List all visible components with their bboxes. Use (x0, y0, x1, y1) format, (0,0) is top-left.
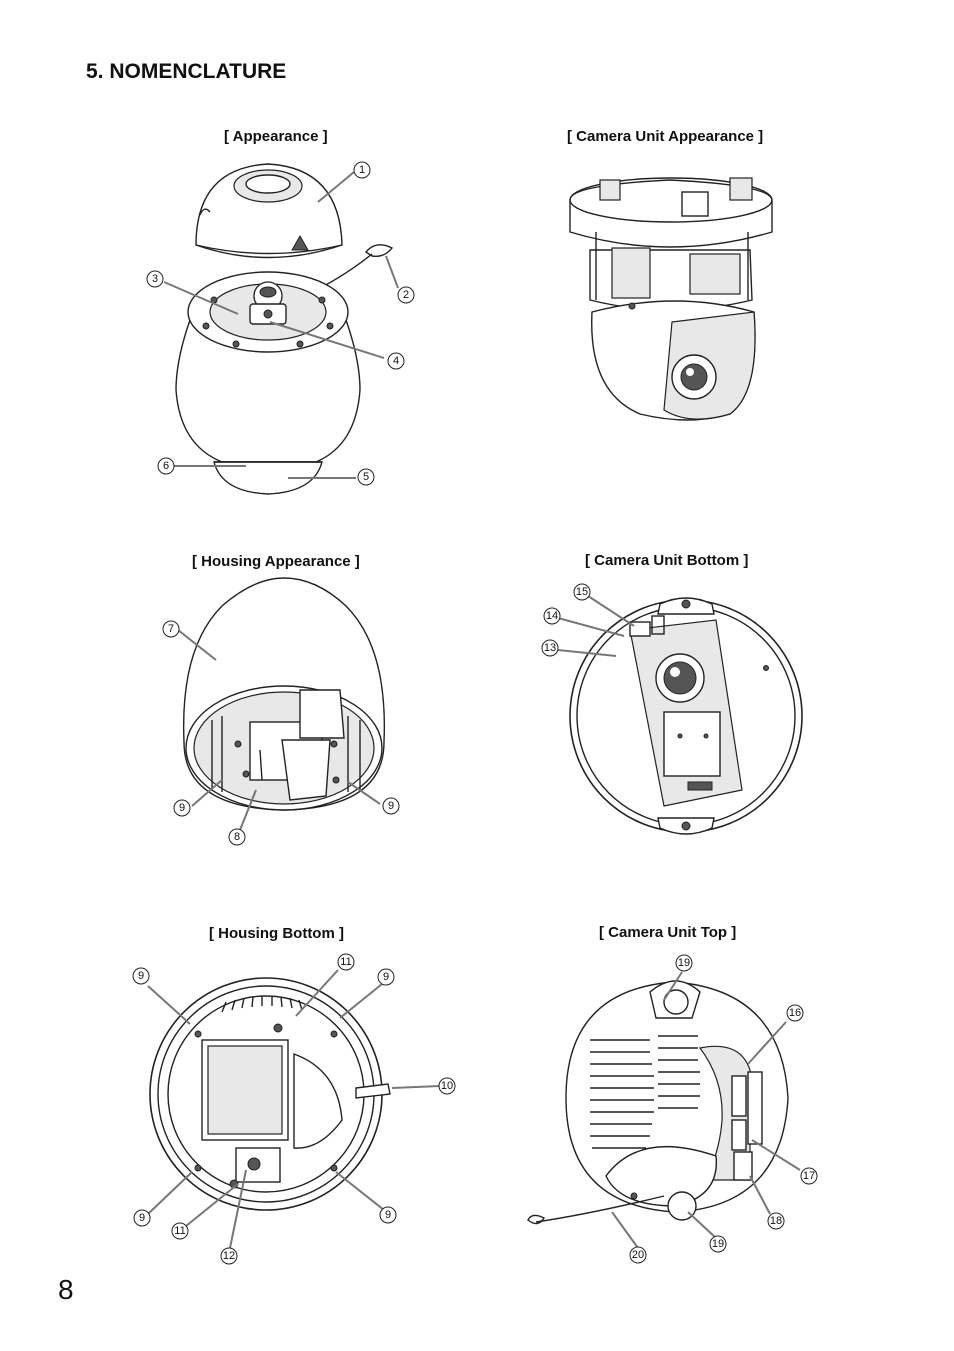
svg-text:8: 8 (234, 831, 240, 843)
page-number: 8 (58, 1274, 74, 1305)
svg-text:9: 9 (138, 970, 144, 982)
caption-housing-bottom: [ Housing Bottom ] (209, 925, 344, 942)
callout-9f: 9 (379, 1206, 397, 1224)
svg-text:11: 11 (340, 956, 351, 968)
callout-9a: 9 (173, 799, 191, 817)
caption-camera-unit-appearance: [ Camera Unit Appearance ] (567, 128, 764, 145)
callout-9e: 9 (133, 1209, 151, 1227)
svg-text:19: 19 (712, 1238, 724, 1250)
svg-text:4: 4 (393, 355, 399, 367)
callout-12: 12 (220, 1247, 238, 1265)
svg-text:9: 9 (139, 1212, 145, 1224)
section-title: 5. NOMENCLATURE (86, 60, 287, 83)
svg-text:2: 2 (403, 289, 409, 301)
callout-4: 4 (387, 352, 405, 370)
svg-text:16: 16 (789, 1007, 801, 1019)
callout-6: 6 (157, 457, 175, 475)
caption-camera-unit-bottom: [ Camera Unit Bottom ] (585, 552, 749, 569)
caption-camera-unit-top: [ Camera Unit Top ] (599, 924, 737, 941)
svg-text:9: 9 (383, 971, 389, 983)
callout-14: 14 (543, 607, 561, 625)
callout-13: 13 (541, 639, 559, 657)
svg-text:15: 15 (576, 586, 588, 598)
callout-10: 10 (438, 1077, 456, 1095)
appearance-illustration (172, 163, 394, 495)
svg-text:3: 3 (152, 273, 158, 285)
callout-19b: 19 (709, 1235, 727, 1253)
svg-text:19: 19 (678, 957, 690, 969)
callout-2: 2 (397, 286, 415, 304)
callout-numbers: 1 2 3 4 5 6 7 8 9 9 15 14 13 9 11 9 10 9… (132, 161, 818, 1265)
housing-appearance-illustration (182, 577, 386, 811)
svg-text:17: 17 (803, 1170, 815, 1182)
svg-text:6: 6 (163, 460, 169, 472)
caption-appearance: [ Appearance ] (224, 128, 328, 145)
caption-housing-appearance: [ Housing Appearance ] (192, 553, 360, 570)
callout-5: 5 (357, 468, 375, 486)
callout-19a: 19 (675, 954, 693, 972)
svg-text:12: 12 (223, 1250, 235, 1262)
svg-text:7: 7 (168, 623, 174, 635)
callout-3: 3 (146, 270, 164, 288)
camera-unit-appearance-illustration (569, 177, 773, 421)
callout-8: 8 (228, 828, 246, 846)
callout-9b: 9 (382, 797, 400, 815)
leader-lines (147, 171, 801, 1249)
svg-text:1: 1 (359, 164, 365, 176)
callout-18: 18 (767, 1212, 785, 1230)
callout-1: 1 (353, 161, 371, 179)
svg-text:18: 18 (770, 1215, 782, 1227)
camera-unit-bottom-illustration (569, 597, 803, 835)
svg-text:14: 14 (546, 610, 558, 622)
callout-16: 16 (786, 1004, 804, 1022)
callout-20: 20 (629, 1246, 647, 1264)
svg-text:5: 5 (363, 471, 369, 483)
svg-text:9: 9 (388, 800, 394, 812)
callout-11b: 11 (171, 1222, 189, 1240)
svg-text:9: 9 (179, 802, 185, 814)
callout-9d: 9 (377, 968, 395, 986)
callout-7: 7 (162, 620, 180, 638)
svg-text:13: 13 (544, 642, 556, 654)
svg-text:9: 9 (385, 1209, 391, 1221)
svg-text:10: 10 (441, 1080, 453, 1092)
callout-9c: 9 (132, 967, 150, 985)
callout-17: 17 (800, 1167, 818, 1185)
callout-11a: 11 (337, 953, 355, 971)
svg-text:20: 20 (632, 1249, 644, 1261)
svg-text:11: 11 (174, 1225, 185, 1237)
camera-unit-top-illustration (527, 980, 789, 1225)
callout-15: 15 (573, 583, 591, 601)
housing-bottom-illustration (149, 977, 391, 1211)
